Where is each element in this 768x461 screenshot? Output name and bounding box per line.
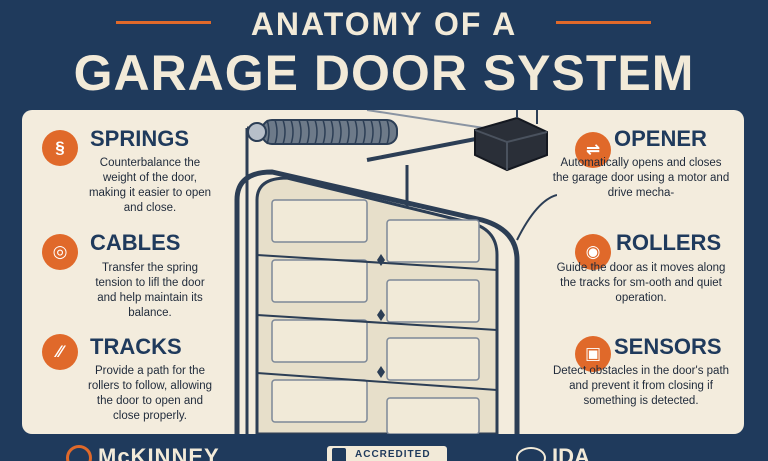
brand-logo-mckinney: McKINNEY [66, 444, 220, 461]
rollers-heading: ROLLERS [616, 230, 722, 255]
springs-description: Counterbalance the weight of the door, m… [88, 157, 212, 214]
title-rule-right [556, 21, 651, 24]
brand-ring-icon [66, 445, 92, 461]
tracks-heading: TRACKS [90, 334, 182, 359]
badge-shield-icon [332, 448, 346, 461]
cables-heading: CABLES [90, 230, 181, 255]
ida-ring-icon [516, 447, 546, 461]
springs-heading: SPRINGS [90, 126, 190, 151]
title-rule-left [116, 21, 211, 24]
opener-heading: OPENER [614, 126, 707, 151]
title-line-2: GARAGE DOOR SYSTEM [73, 45, 695, 101]
torsion-spring [247, 119, 398, 145]
opener-unit [474, 110, 548, 172]
opener-icon: ⇌ [575, 132, 611, 168]
spring-icon: § [42, 130, 78, 166]
roller-icon: ◉ [575, 234, 611, 270]
badge-label: ACCREDITED [355, 449, 431, 460]
cable-icon: ◎ [42, 234, 78, 270]
title-line-1: ANATOMY OF A [250, 6, 518, 42]
cables-description: Transfer the spring tension to lifl the … [95, 262, 205, 319]
sensors-description: Detect obstacles in the door's path and … [552, 365, 730, 407]
opener-description: Automatically opens and closes the garag… [552, 157, 730, 199]
garage-door-illustration [234, 110, 557, 434]
sensors-heading: SENSORS [614, 334, 722, 359]
brand-name: McKINNEY [98, 444, 220, 461]
diagram-panel: § SPRINGS Counterbalance the weight of t… [22, 110, 744, 434]
tracks-description: Provide a path for the rollers to follow… [87, 365, 212, 422]
title-area: ANATOMY OF A GARAGE DOOR SYSTEM [0, 0, 768, 108]
sensor-icon: ▣ [575, 336, 611, 372]
rollers-description: Guide the door as it moves along the tra… [556, 262, 726, 304]
accredited-badge: ACCREDITED [327, 446, 447, 461]
footer-logos: McKINNEY ACCREDITED IDA [0, 434, 768, 461]
garage-door-body [255, 176, 499, 434]
track-icon: ⁄⁄ [42, 334, 78, 370]
brand-logo-ida: IDA [516, 444, 590, 461]
ida-name: IDA [552, 444, 590, 461]
